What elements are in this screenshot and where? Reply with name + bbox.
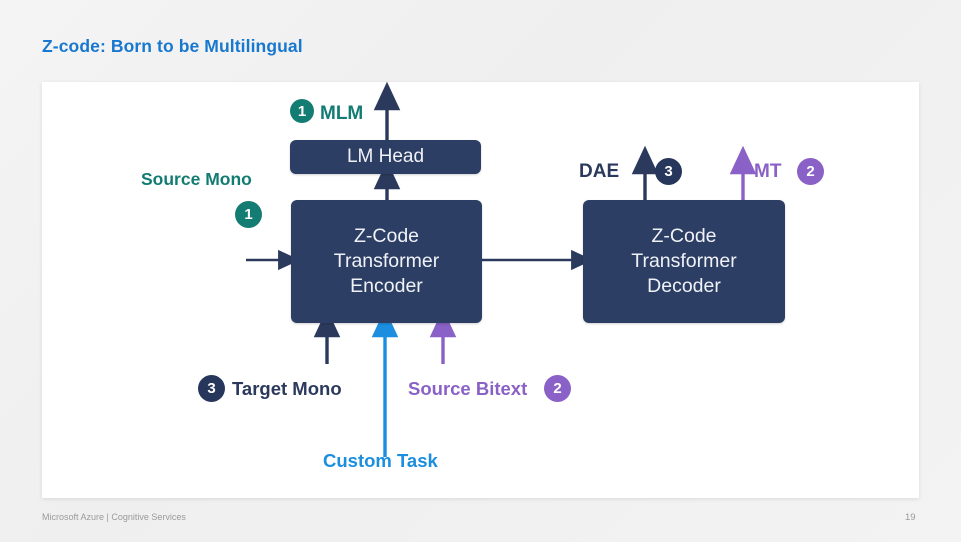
node-encoder[interactable]: Z-Code Transformer Encoder [291,200,482,323]
label-target-mono-text: Target Mono [232,378,342,399]
badge-dae: 3 [655,158,682,185]
badge-source-bitext-value: 2 [553,380,562,397]
label-mlm: MLM [320,104,363,123]
badge-mlm-value: 1 [297,102,307,120]
label-source-mono: Source Mono [141,169,252,189]
label-mt: MT [754,162,781,181]
node-encoder-label: Z-Code Transformer Encoder [333,225,440,297]
badge-mt-value: 2 [806,163,815,180]
badge-mlm: 1 [290,99,314,123]
label-target-mono: Target Mono [232,378,342,399]
node-decoder-label: Z-Code Transformer Decoder [631,225,737,297]
label-source-mono-text: Source Mono [141,169,252,189]
label-mlm-text: MLM [320,103,364,124]
badge-target-mono: 3 [198,375,225,402]
node-lm-head[interactable]: LM Head [290,140,481,174]
badge-target-mono-value: 3 [207,380,216,397]
label-source-bitext: Source Bitext [408,378,528,399]
label-mt-text: MT [754,161,782,182]
diagram-card: LM Head Z-Code Transformer Encoder Z-Cod… [42,81,919,498]
label-custom-task-text: Custom Task [323,450,438,471]
node-lm-head-label: LM Head [346,145,425,167]
page-number: 19 [905,512,916,523]
badge-dae-value: 3 [664,163,673,180]
badge-mt: 2 [797,158,824,185]
badge-source-bitext: 2 [544,375,571,402]
label-dae: DAE [579,162,619,181]
node-decoder[interactable]: Z-Code Transformer Decoder [583,200,785,323]
footer-note: Microsoft Azure | Cognitive Services [42,512,186,522]
label-source-bitext-text: Source Bitext [408,378,528,399]
diagram-arrows [246,81,757,457]
label-custom-task: Custom Task [323,450,438,471]
badge-source-mono-value: 1 [244,206,253,223]
badge-source-mono: 1 [235,201,262,228]
label-dae-text: DAE [579,161,620,182]
page-title: Z-code: Born to be Multilingual [42,36,303,56]
